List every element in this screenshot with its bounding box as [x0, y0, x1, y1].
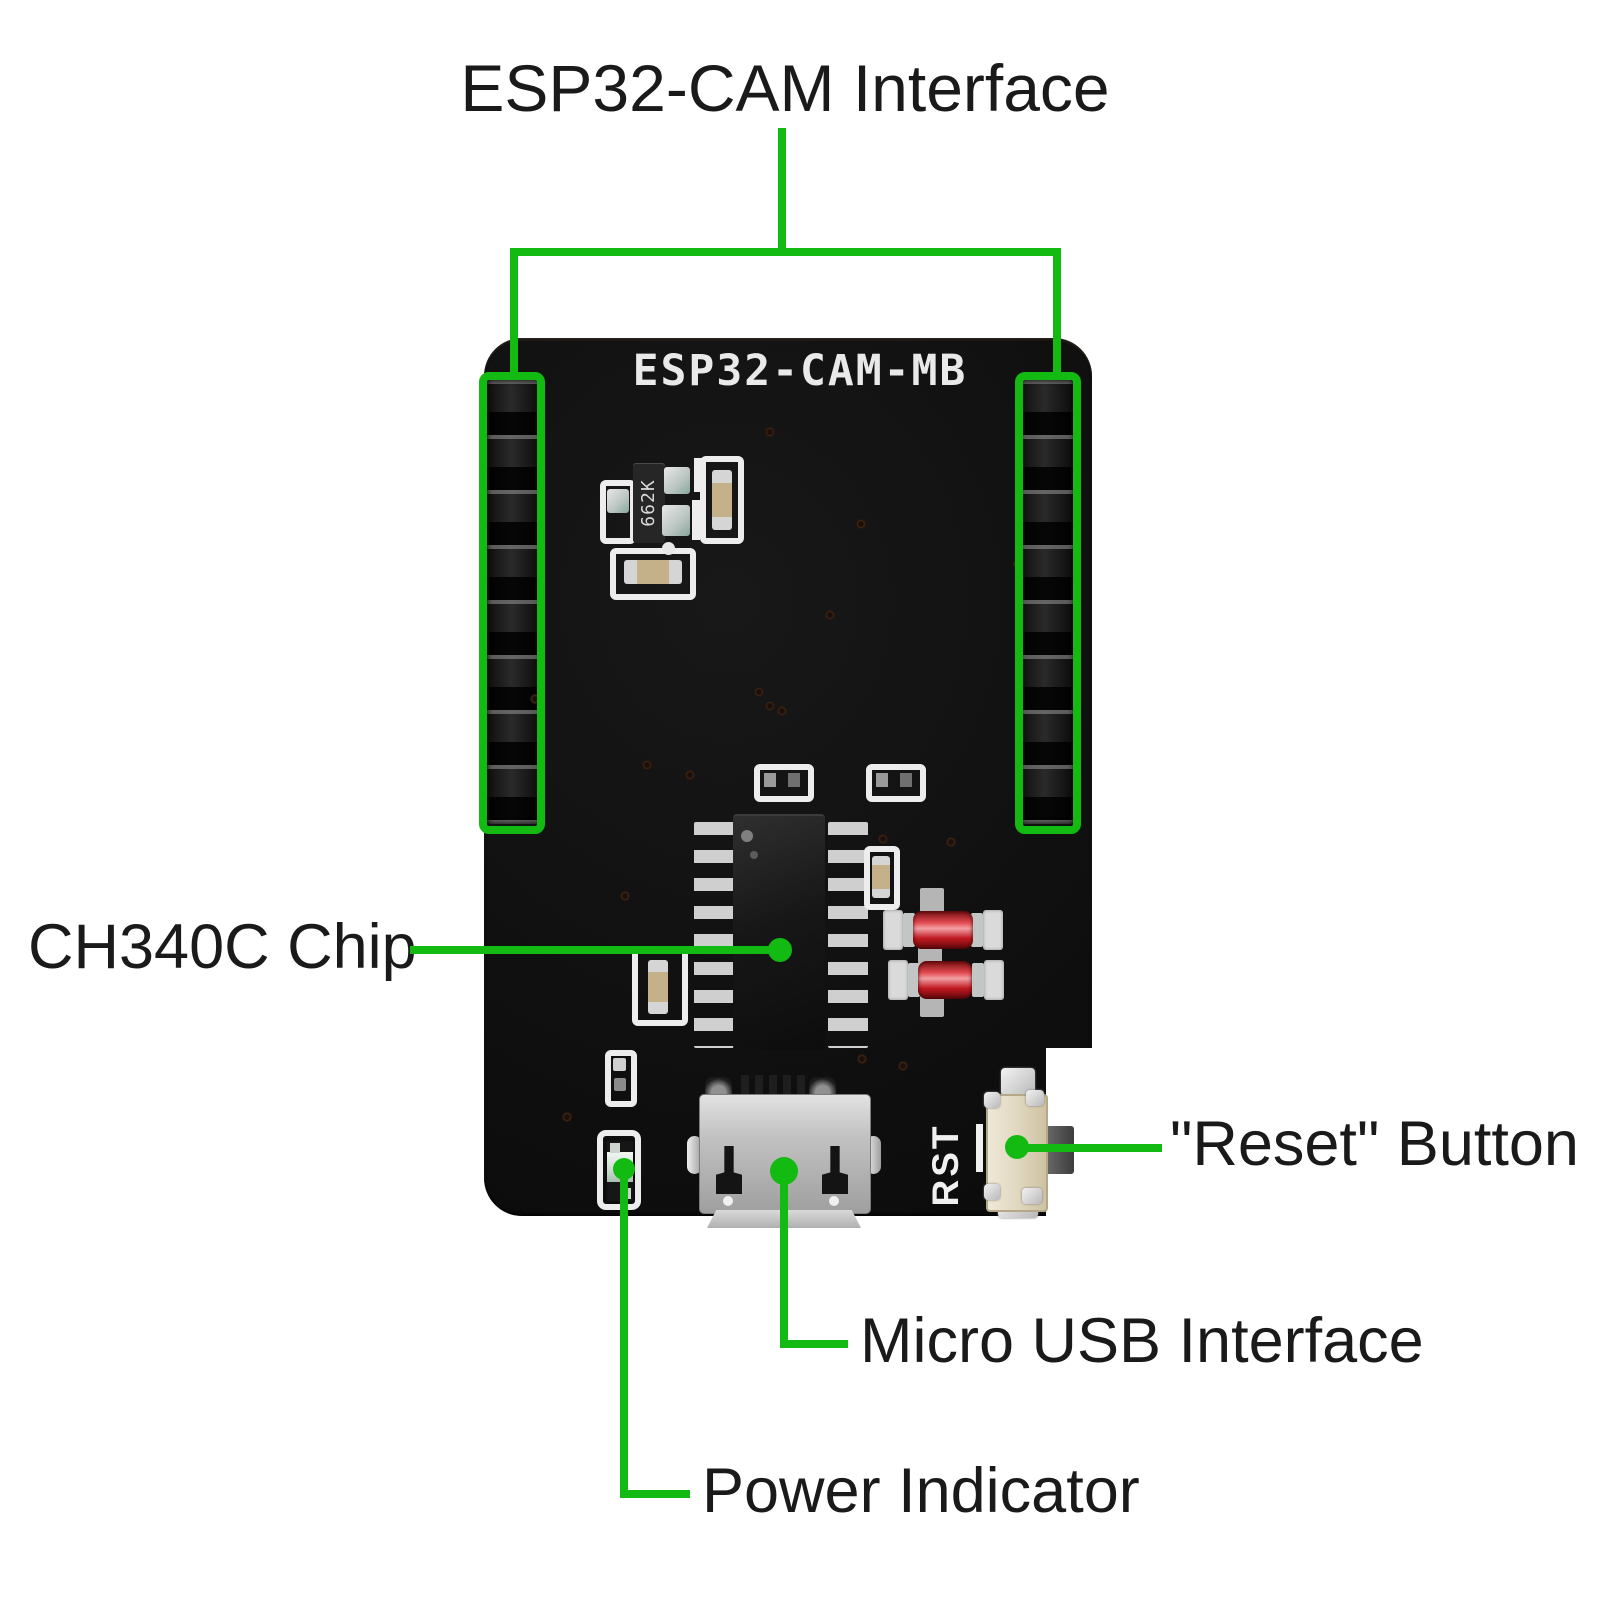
bracket-right-drop	[1053, 248, 1061, 380]
bracket-left-drop	[510, 248, 518, 380]
ch340c-callout-line	[410, 946, 782, 954]
ch340c-callout-dot	[768, 938, 792, 962]
diagram-title: ESP32-CAM Interface	[460, 51, 1110, 125]
bracket-horizontal-line	[510, 248, 1061, 256]
right-header-highlight-box	[1015, 372, 1081, 834]
left-header-highlight-box	[479, 372, 545, 834]
reset-callout-line	[1017, 1144, 1162, 1152]
usb-callout-vline	[780, 1168, 788, 1348]
ch340c-label: CH340C Chip	[28, 912, 417, 982]
title-stem-line	[778, 128, 786, 255]
power-indicator-label: Power Indicator	[702, 1456, 1140, 1526]
usb-callout-hline	[780, 1340, 848, 1348]
power-callout-hline	[620, 1490, 690, 1498]
reset-callout-dot	[1005, 1135, 1029, 1159]
power-callout-vline	[620, 1168, 628, 1498]
reset-label: "Reset" Button	[1170, 1109, 1579, 1179]
micro-usb-label: Micro USB Interface	[860, 1306, 1424, 1376]
